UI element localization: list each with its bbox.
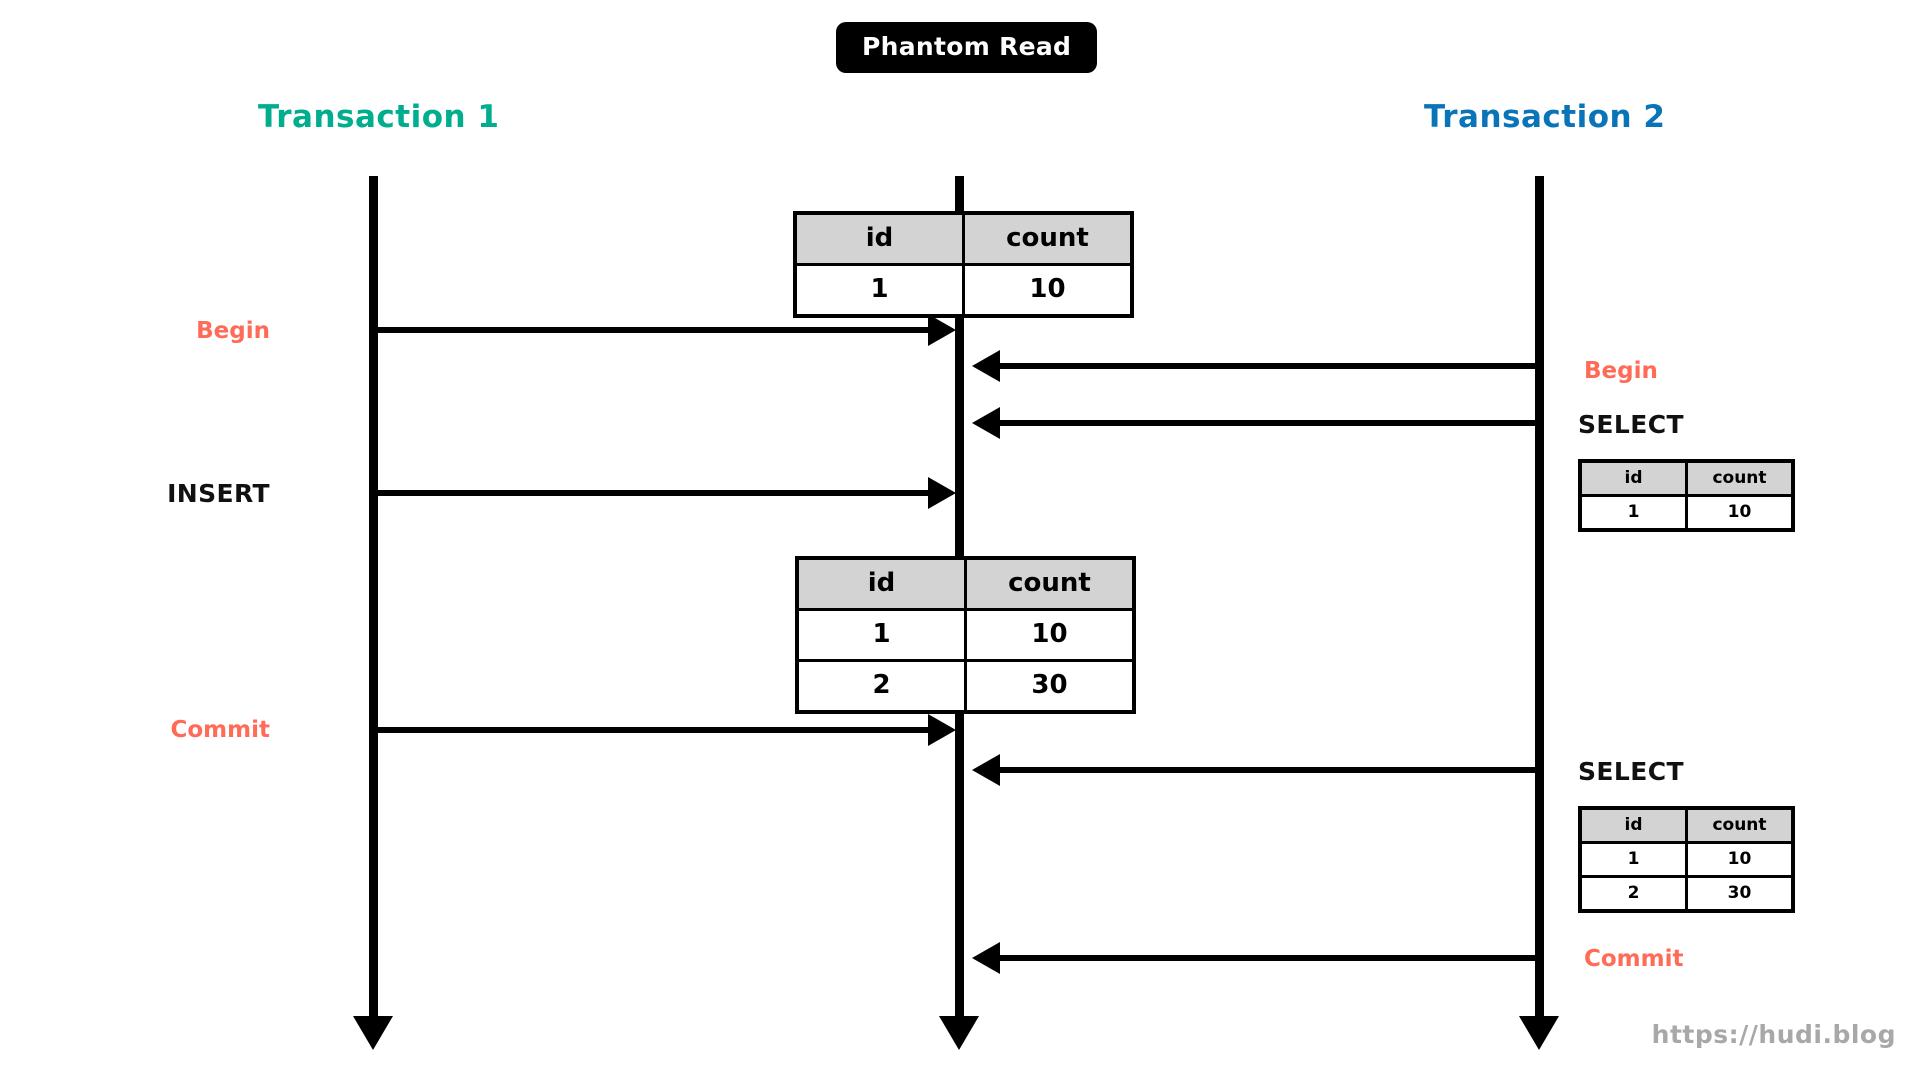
cell-id: 1 [1578,494,1688,532]
lifeline-transaction-2-arrow-icon [1519,1016,1559,1050]
column-header-id: id [1578,806,1688,844]
label-transaction2-select-first: SELECT [1578,410,1684,439]
column-header-count: count [1685,459,1795,497]
cell-count: 10 [1685,494,1795,532]
center-table-after-insert: id count 1 10 2 30 [795,556,1136,714]
column-header-id: id [793,211,965,266]
arrow-transaction2-select-first-head-icon [972,407,1000,439]
right-table-second-select: id count 1 10 2 30 [1578,806,1795,913]
label-transaction1-insert: INSERT [167,479,270,508]
column-header-count: count [964,556,1136,611]
column-header-id: id [1578,459,1688,497]
table-header-row: id count [793,211,1134,266]
arrow-transaction1-insert [378,490,935,496]
arrow-transaction2-select-second [1000,767,1535,773]
arrow-transaction1-commit-head-icon [928,714,956,746]
arrow-transaction1-begin [378,327,935,333]
lifeline-transaction-1-arrow-icon [353,1016,393,1050]
cell-count: 30 [1685,875,1795,913]
table-row: 2 30 [1578,875,1795,913]
diagram-title-badge: Phantom Read [836,22,1098,73]
label-transaction2-select-second: SELECT [1578,757,1684,786]
arrow-transaction1-insert-head-icon [928,477,956,509]
arrow-transaction1-commit [378,727,935,733]
table-row: 1 10 [1578,494,1795,532]
cell-count: 30 [964,659,1136,714]
arrow-transaction2-select-first [1000,420,1535,426]
cell-id: 1 [795,608,967,662]
arrow-transaction2-begin-head-icon [972,350,1000,382]
arrow-transaction1-begin-head-icon [928,314,956,346]
label-transaction2-commit: Commit [1584,946,1684,972]
column-header-count: count [962,211,1134,266]
center-table-initial: id count 1 10 [793,211,1134,318]
arrow-transaction2-begin [1000,363,1535,369]
lifeline-database-arrow-icon [939,1016,979,1050]
cell-count: 10 [1685,841,1795,878]
lifeline-transaction-1 [369,176,378,1021]
table-row: 2 30 [795,659,1136,714]
right-table-first-select: id count 1 10 [1578,459,1795,532]
cell-count: 10 [962,263,1134,318]
table-header-row: id count [1578,806,1795,844]
label-transaction2-begin: Begin [1584,358,1658,384]
column-header-id: id [795,556,967,611]
table-row: 1 10 [795,608,1136,662]
table-header-row: id count [795,556,1136,611]
cell-id: 2 [795,659,967,714]
label-transaction1-begin: Begin [196,318,270,344]
arrow-transaction2-commit-head-icon [972,942,1000,974]
transaction-2-heading: Transaction 2 [1424,99,1666,135]
watermark-url: https://hudi.blog [1651,1020,1896,1049]
label-transaction1-commit: Commit [170,717,271,743]
transaction-1-heading: Transaction 1 [258,99,500,135]
cell-id: 1 [1578,841,1688,878]
cell-id: 2 [1578,875,1688,913]
cell-count: 10 [964,608,1136,662]
table-row: 1 10 [793,263,1134,318]
arrow-transaction2-commit [1000,955,1535,961]
arrow-transaction2-select-second-head-icon [972,754,1000,786]
cell-id: 1 [793,263,965,318]
table-row: 1 10 [1578,841,1795,878]
table-header-row: id count [1578,459,1795,497]
column-header-count: count [1685,806,1795,844]
lifeline-transaction-2 [1535,176,1544,1021]
